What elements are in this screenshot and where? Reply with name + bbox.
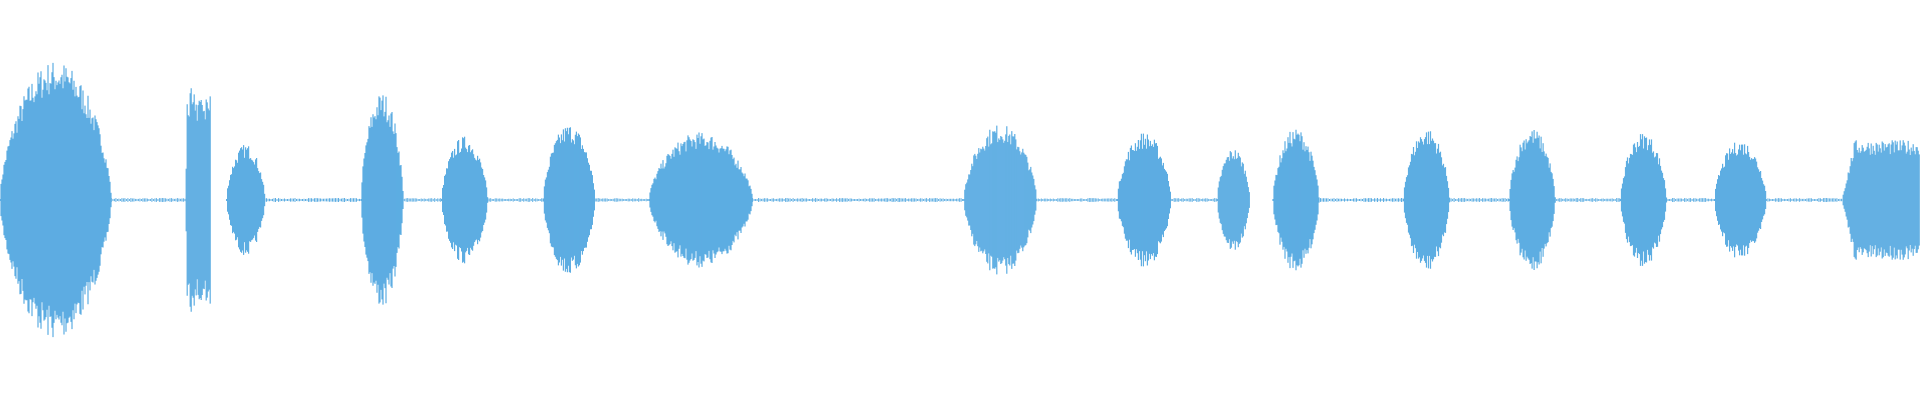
waveform-bars [0, 62, 1920, 338]
